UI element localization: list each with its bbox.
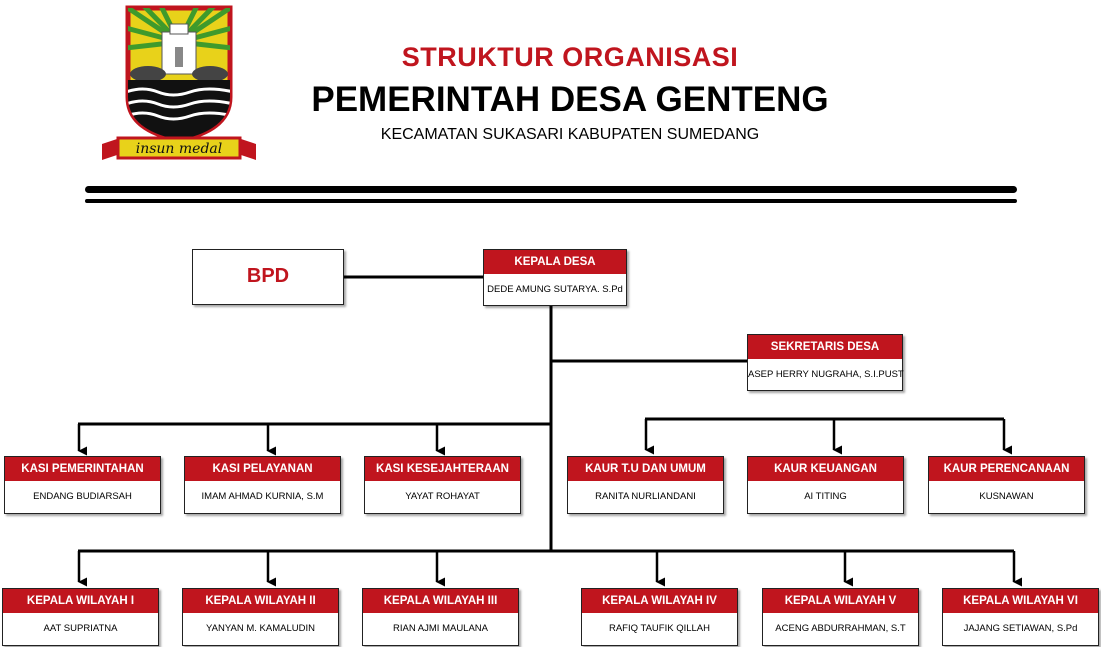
kepala-wilayah-name: RAFIQ TAUFIK QILLAH	[608, 623, 710, 634]
kepala-wilayah-box: KEPALA WILAYAH VI JAJANG SETIAWAN, S.Pd	[942, 588, 1099, 646]
kaur-name: AI TITING	[804, 491, 847, 502]
kepala-desa-box: KEPALA DESA DEDE AMUNG SUTARYA. S.Pd	[483, 249, 627, 306]
kasi-title: KASI PEMERINTAHAN	[5, 457, 160, 481]
kasi-title: KASI PELAYANAN	[185, 457, 340, 481]
kepala-wilayah-name: AAT SUPRIATNA	[43, 623, 118, 634]
kepala-desa-name: DEDE AMUNG SUTARYA. S.Pd	[487, 284, 623, 295]
page-title: PEMERINTAH DESA GENTENG	[311, 80, 829, 119]
kepala-wilayah-title: KEPALA WILAYAH II	[183, 589, 338, 613]
sekretaris-desa-name: ASEP HERRY NUGRAHA, S.I.PUST	[748, 369, 904, 380]
kepala-wilayah-box: KEPALA WILAYAH II YANYAN M. KAMALUDIN	[182, 588, 339, 646]
kepala-wilayah-title: KEPALA WILAYAH VI	[943, 589, 1098, 613]
sekretaris-desa-title: SEKRETARIS DESA	[748, 335, 902, 359]
insun-medal-logo: insun medal	[102, 5, 256, 160]
kepala-wilayah-title: KEPALA WILAYAH III	[363, 589, 518, 613]
kaur-name: KUSNAWAN	[979, 491, 1034, 502]
kepala-wilayah-title: KEPALA WILAYAH IV	[582, 589, 737, 613]
sekretaris-desa-box: SEKRETARIS DESA ASEP HERRY NUGRAHA, S.I.…	[747, 334, 904, 391]
kepala-wilayah-box: KEPALA WILAYAH III RIAN AJMI MAULANA	[362, 588, 519, 646]
kasi-name: ENDANG BUDIARSAH	[33, 491, 132, 502]
kepala-wilayah-name: JAJANG SETIAWAN, S.Pd	[963, 623, 1078, 634]
header-rule-thick	[85, 186, 1017, 193]
kaur-title: KAUR PERENCANAAN	[929, 457, 1084, 481]
kepala-wilayah-name: RIAN AJMI MAULANA	[392, 623, 489, 634]
kepala-wilayah-box: KEPALA WILAYAH IV RAFIQ TAUFIK QILLAH	[581, 588, 738, 646]
kasi-box: KASI PELAYANAN IMAM AHMAD KURNIA, S.M	[184, 456, 341, 514]
kepala-wilayah-name: ACENG ABDURRAHMAN, S.T	[775, 623, 906, 634]
page-subtitle: KECAMATAN SUKASARI KABUPATEN SUMEDANG	[380, 126, 760, 143]
title-top: STRUKTUR ORGANISASI	[401, 42, 739, 72]
kepala-desa-title: KEPALA DESA	[484, 250, 626, 274]
header-rule-thin	[85, 199, 1017, 203]
kasi-box: KASI PEMERINTAHAN ENDANG BUDIARSAH	[4, 456, 161, 514]
kepala-wilayah-name: YANYAN M. KAMALUDIN	[206, 623, 315, 634]
kaur-name: RANITA NURLIANDANI	[595, 491, 696, 502]
kaur-box: KAUR KEUANGAN AI TITING	[747, 456, 904, 514]
kasi-box: KASI KESEJAHTERAAN YAYAT ROHAYAT	[364, 456, 521, 514]
kepala-wilayah-title: KEPALA WILAYAH I	[3, 589, 158, 613]
kaur-title: KAUR T.U DAN UMUM	[568, 457, 723, 481]
kaur-box: KAUR T.U DAN UMUM RANITA NURLIANDANI	[567, 456, 724, 514]
kepala-wilayah-box: KEPALA WILAYAH I AAT SUPRIATNA	[2, 588, 159, 646]
kepala-wilayah-title: KEPALA WILAYAH V	[763, 589, 918, 613]
kasi-name: YAYAT ROHAYAT	[405, 491, 480, 502]
kepala-wilayah-box: KEPALA WILAYAH V ACENG ABDURRAHMAN, S.T	[762, 588, 919, 646]
kaur-title: KAUR KEUANGAN	[748, 457, 903, 481]
bpd-label: BPD	[246, 265, 290, 287]
kaur-box: KAUR PERENCANAAN KUSNAWAN	[928, 456, 1085, 514]
kasi-name: IMAM AHMAD KURNIA, S.M	[201, 491, 324, 502]
kasi-title: KASI KESEJAHTERAAN	[365, 457, 520, 481]
logo-motto: insun medal	[136, 141, 223, 157]
bpd-box: BPD	[192, 249, 344, 305]
